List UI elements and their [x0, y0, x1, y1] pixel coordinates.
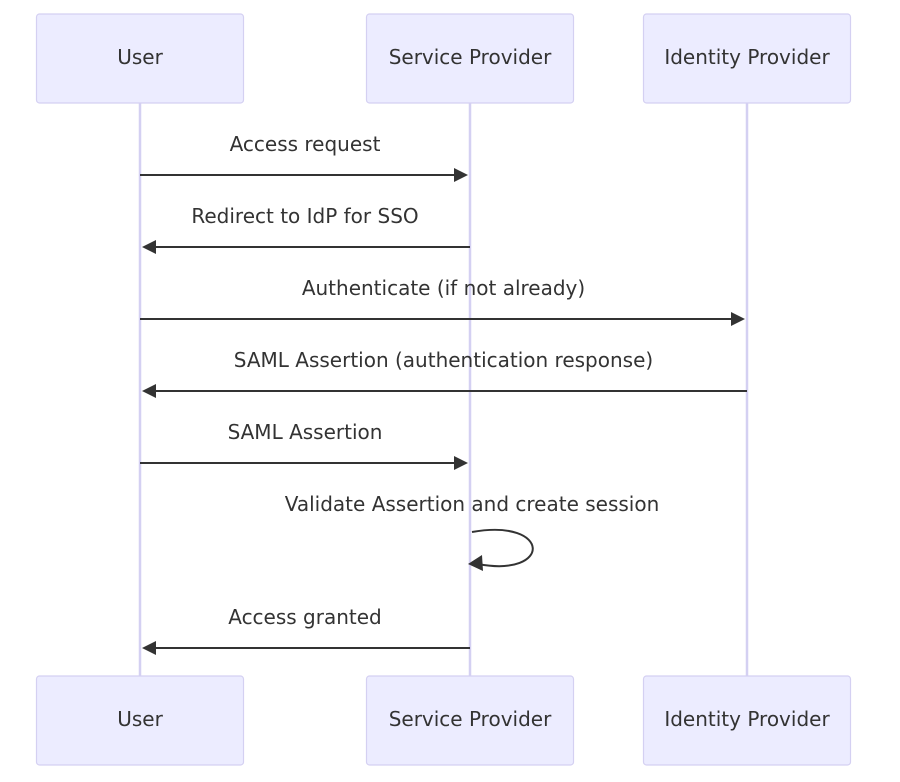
message-3: Authenticate (if not already) — [140, 276, 745, 326]
message-2: Redirect to IdP for SSO — [142, 204, 470, 254]
actor-sp-top: Service Provider — [365, 13, 575, 104]
message-label: Authenticate (if not already) — [302, 276, 585, 300]
arrowhead — [142, 641, 156, 655]
message-label: Validate Assertion and create session — [285, 492, 660, 516]
actor-user-top: User — [35, 13, 245, 104]
message-1: Access request — [140, 132, 468, 182]
actor-box — [365, 13, 575, 104]
self-loop-arrow — [471, 528, 534, 568]
actor-box — [35, 675, 245, 766]
arrowhead — [454, 456, 468, 470]
arrowhead — [142, 240, 156, 254]
actor-label: User — [117, 45, 163, 69]
message-label: SAML Assertion (authentication response) — [234, 348, 653, 372]
actor-idp-top: Identity Provider — [642, 13, 852, 104]
message-label: Access request — [230, 132, 381, 156]
actor-user-bottom: User — [35, 675, 245, 766]
message-label: SAML Assertion — [228, 420, 383, 444]
arrowhead — [731, 312, 745, 326]
actor-label: Identity Provider — [664, 707, 830, 731]
message-5: SAML Assertion — [140, 420, 468, 470]
actor-sp-bottom: Service Provider — [365, 675, 575, 766]
message-label: Redirect to IdP for SSO — [191, 204, 418, 228]
actor-box — [365, 675, 575, 766]
arrowhead — [468, 555, 483, 571]
message-7: Access granted — [142, 605, 470, 655]
actor-label: User — [117, 707, 163, 731]
actor-box — [642, 13, 852, 104]
message-label: Access granted — [228, 605, 382, 629]
actor-label: Identity Provider — [664, 45, 830, 69]
actor-idp-bottom: Identity Provider — [642, 675, 852, 766]
message-4: SAML Assertion (authentication response) — [142, 348, 747, 398]
message-6: Validate Assertion and create session — [285, 492, 660, 571]
actor-label: Service Provider — [389, 45, 552, 69]
actor-label: Service Provider — [389, 707, 552, 731]
arrowhead — [142, 384, 156, 398]
actor-box — [35, 13, 245, 104]
arrowhead — [454, 168, 468, 182]
actor-box — [642, 675, 852, 766]
